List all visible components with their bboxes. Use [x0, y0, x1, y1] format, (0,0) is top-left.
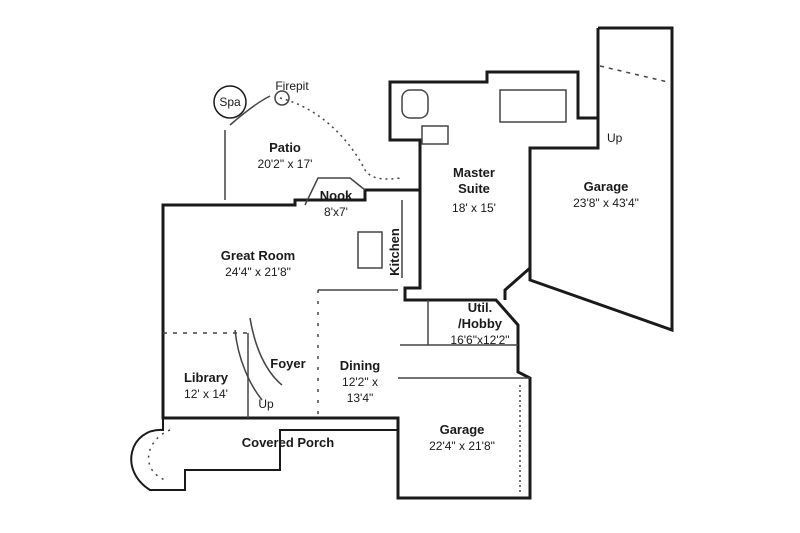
stair	[234, 329, 263, 401]
garage-large-name: Garage	[584, 179, 629, 194]
garage-small-dim: 22'4" x 21'8"	[429, 439, 495, 453]
kitchen-island	[357, 231, 383, 269]
bathtub	[401, 89, 429, 119]
porch-name: Covered Porch	[242, 435, 335, 450]
master-name-1: Master	[453, 165, 495, 180]
porch-curve	[148, 429, 171, 481]
dining-name: Dining	[340, 358, 380, 373]
great-room-name: Great Room	[221, 248, 295, 263]
up-foyer-label: Up	[258, 397, 274, 411]
garage-large-dim: 23'8" x 43'4"	[573, 196, 639, 210]
dining-dim-2: 13'4"	[347, 391, 374, 405]
util-dim: 16'6"x12'2"	[450, 333, 509, 347]
stair-outer	[249, 317, 283, 386]
patio-dim: 20'2" x 17'	[258, 157, 313, 171]
util-name-2: /Hobby	[458, 316, 503, 331]
library-name: Library	[184, 370, 229, 385]
firepit-label: Firepit	[275, 79, 309, 93]
garage-small-name: Garage	[440, 422, 485, 437]
util-name-1: Util.	[468, 300, 493, 315]
nook-bay	[304, 177, 366, 206]
kitchen-name: Kitchen	[387, 228, 402, 276]
spa-label: Spa	[219, 95, 241, 109]
foyer-name: Foyer	[270, 356, 305, 371]
large-garage-wall	[528, 26, 674, 333]
master-dim: 18' x 15'	[452, 201, 496, 215]
spa-circle	[213, 85, 247, 119]
porch-outline	[130, 418, 398, 491]
patio-path	[279, 97, 401, 180]
main-exterior-wall	[161, 188, 532, 500]
walls	[161, 26, 674, 500]
patio-name: Patio	[269, 140, 301, 155]
great-room-dim: 24'4" x 21'8"	[225, 265, 291, 279]
garage-door-line	[599, 65, 669, 83]
interior-lines	[130, 65, 669, 492]
shower	[421, 125, 449, 145]
up-garage-label: Up	[607, 131, 623, 145]
library-dim: 12' x 14'	[184, 387, 228, 401]
firepit-circle	[274, 90, 290, 106]
closet	[499, 89, 567, 123]
master-name-2: Suite	[458, 181, 490, 196]
dining-dim-1: 12'2" x	[342, 375, 378, 389]
nook-dim: 8'x7'	[324, 205, 348, 219]
nook-name: Nook	[320, 188, 353, 203]
patio-edge	[224, 95, 271, 200]
